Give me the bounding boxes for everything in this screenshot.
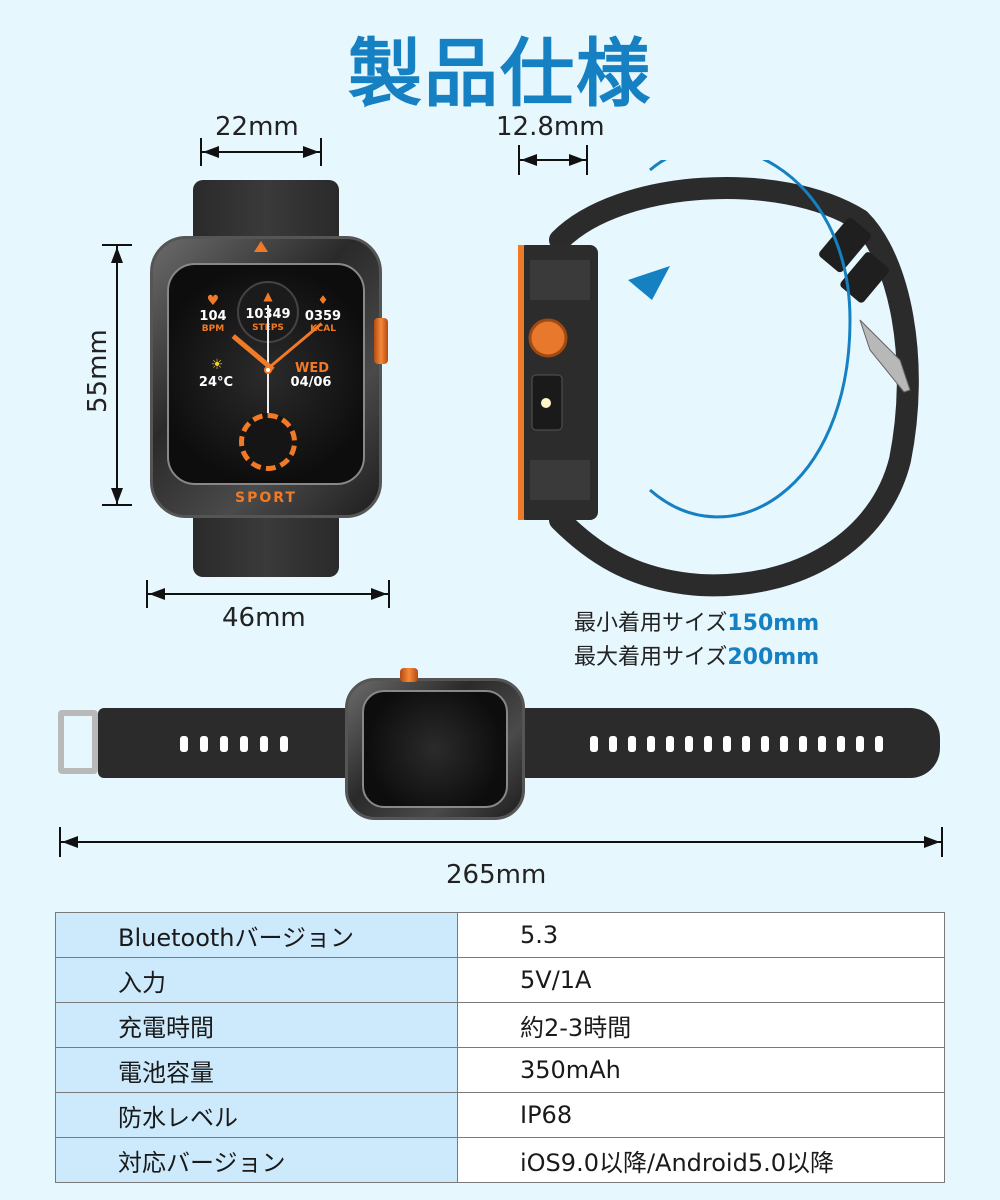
max-wear-value: 200mm bbox=[727, 645, 820, 670]
min-wear-label: 最小着用サイズ bbox=[574, 611, 728, 636]
hands-center bbox=[264, 366, 272, 374]
flame-icon: ♦ bbox=[317, 293, 329, 307]
dimension-tick bbox=[102, 504, 132, 506]
arrow-up-icon bbox=[111, 247, 123, 263]
dimension-tick bbox=[941, 827, 943, 857]
table-row: 対応バージョン iOS9.0以降/Android5.0以降 bbox=[55, 1137, 945, 1183]
arrow-down-icon bbox=[111, 488, 123, 504]
watch-screen: ♥ 104 BPM ▲ 10349 STEPS ♦ 0359 KCAL ☀ 24… bbox=[167, 263, 365, 485]
dimension-tick bbox=[200, 138, 202, 166]
spec-value: iOS9.0以降/Android5.0以降 bbox=[457, 1137, 945, 1183]
date-value: 04/06 bbox=[290, 375, 332, 390]
arrow-left-icon bbox=[62, 836, 78, 848]
wear-size-info: 最小着用サイズ150mm 最大着用サイズ200mm bbox=[574, 607, 819, 675]
sub-dial bbox=[239, 413, 297, 471]
arrow-right-icon bbox=[303, 146, 319, 158]
spec-label: 対応バージョン bbox=[55, 1137, 458, 1183]
heart-icon: ♥ bbox=[206, 293, 220, 309]
arrow-left-icon bbox=[521, 154, 537, 166]
table-row: 入力 5V/1A bbox=[55, 957, 945, 1003]
watch-screen-flat bbox=[362, 690, 508, 808]
table-row: Bluetoothバージョン 5.3 bbox=[55, 912, 945, 958]
table-row: 防水レベル IP68 bbox=[55, 1092, 945, 1138]
heart-rate-unit: BPM bbox=[201, 324, 225, 334]
strap-holes-right bbox=[590, 736, 883, 752]
max-wear-label: 最大着用サイズ bbox=[574, 645, 728, 670]
arrow-right-icon bbox=[924, 836, 940, 848]
logo-icon bbox=[254, 241, 268, 252]
page-title: 製品仕様 bbox=[348, 31, 652, 117]
band-width-label: 22mm bbox=[215, 112, 299, 142]
weekday-value: WED bbox=[294, 361, 329, 376]
dimension-tick bbox=[146, 580, 148, 608]
shoe-icon: ▲ bbox=[263, 289, 273, 303]
dimension-line bbox=[116, 246, 118, 504]
calories-unit: KCAL bbox=[310, 324, 336, 334]
arrow-right-icon bbox=[569, 154, 585, 166]
total-length-label: 265mm bbox=[446, 860, 547, 890]
weather-icon: ☀ bbox=[210, 357, 224, 373]
dimension-tick bbox=[388, 580, 390, 608]
spec-value: 350mAh bbox=[457, 1047, 945, 1093]
height-label: 55mm bbox=[83, 329, 113, 413]
arrow-right-icon bbox=[371, 588, 387, 600]
strap-holes-left bbox=[180, 736, 288, 752]
dimension-tick bbox=[102, 244, 132, 246]
min-wear-value: 150mm bbox=[727, 611, 820, 636]
dimension-tick bbox=[320, 138, 322, 166]
calories-value: 0359 bbox=[304, 309, 342, 324]
spec-label: 防水レベル bbox=[55, 1092, 458, 1138]
temperature-value: 24°C bbox=[198, 375, 234, 390]
spec-value: 5.3 bbox=[457, 912, 945, 958]
dimension-line bbox=[520, 159, 586, 161]
spec-label: Bluetoothバージョン bbox=[55, 912, 458, 958]
min-wear-size: 最小着用サイズ150mm bbox=[574, 607, 819, 641]
dimension-line bbox=[61, 841, 941, 843]
dimension-tick bbox=[59, 827, 61, 857]
heart-rate-value: 104 bbox=[199, 309, 227, 324]
arrow-left-icon bbox=[149, 588, 165, 600]
watch-crown bbox=[374, 318, 388, 364]
dimension-line bbox=[148, 593, 388, 595]
spec-value: 約2-3時間 bbox=[457, 1002, 945, 1048]
case-width-label: 46mm bbox=[222, 603, 306, 633]
spec-value: 5V/1A bbox=[457, 957, 945, 1003]
spec-label: 電池容量 bbox=[55, 1047, 458, 1093]
brand-label: SPORT bbox=[235, 490, 297, 506]
dimension-line bbox=[202, 151, 320, 153]
thickness-label: 12.8mm bbox=[496, 112, 605, 142]
watch-crown-flat bbox=[400, 668, 418, 682]
table-row: 充電時間 約2-3時間 bbox=[55, 1002, 945, 1048]
spec-table: Bluetoothバージョン 5.3 入力 5V/1A 充電時間 約2-3時間 … bbox=[55, 912, 945, 1183]
dimension-tick bbox=[518, 145, 520, 175]
spec-value: IP68 bbox=[457, 1092, 945, 1138]
strap-left bbox=[98, 708, 358, 778]
table-row: 電池容量 350mAh bbox=[55, 1047, 945, 1093]
spec-label: 充電時間 bbox=[55, 1002, 458, 1048]
buckle bbox=[58, 710, 98, 774]
spec-label: 入力 bbox=[55, 957, 458, 1003]
dimension-tick bbox=[586, 145, 588, 175]
max-wear-size: 最大着用サイズ200mm bbox=[574, 641, 819, 675]
side-watch-illustration bbox=[518, 160, 919, 597]
arrow-left-icon bbox=[203, 146, 219, 158]
